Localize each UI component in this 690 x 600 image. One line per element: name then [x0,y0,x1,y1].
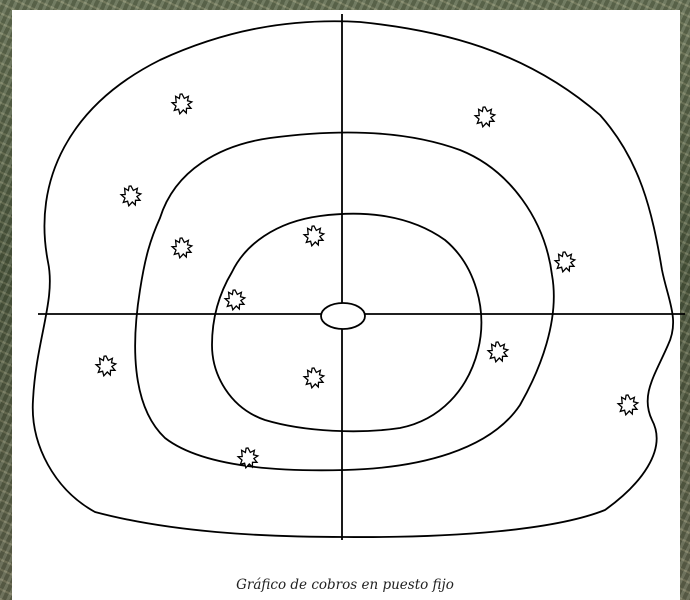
starburst-icon [238,448,258,468]
starburst-icon [488,342,508,362]
middle-ring [135,132,554,470]
starburst-icon [618,395,638,415]
starburst-icon [172,94,192,114]
outer-ring [33,21,673,537]
starburst-icon [555,252,575,272]
starburst-icon [225,290,245,310]
starburst-icon [475,107,495,127]
starburst-icon [121,186,141,206]
starburst-icon [96,356,116,376]
starburst-icon [304,368,324,388]
starburst-icon [304,226,324,246]
figure-caption: Gráfico de cobros en puesto fijo [0,577,690,593]
hit-markers [96,94,638,468]
starburst-icon [172,238,192,258]
post-center-ellipse [321,303,365,329]
